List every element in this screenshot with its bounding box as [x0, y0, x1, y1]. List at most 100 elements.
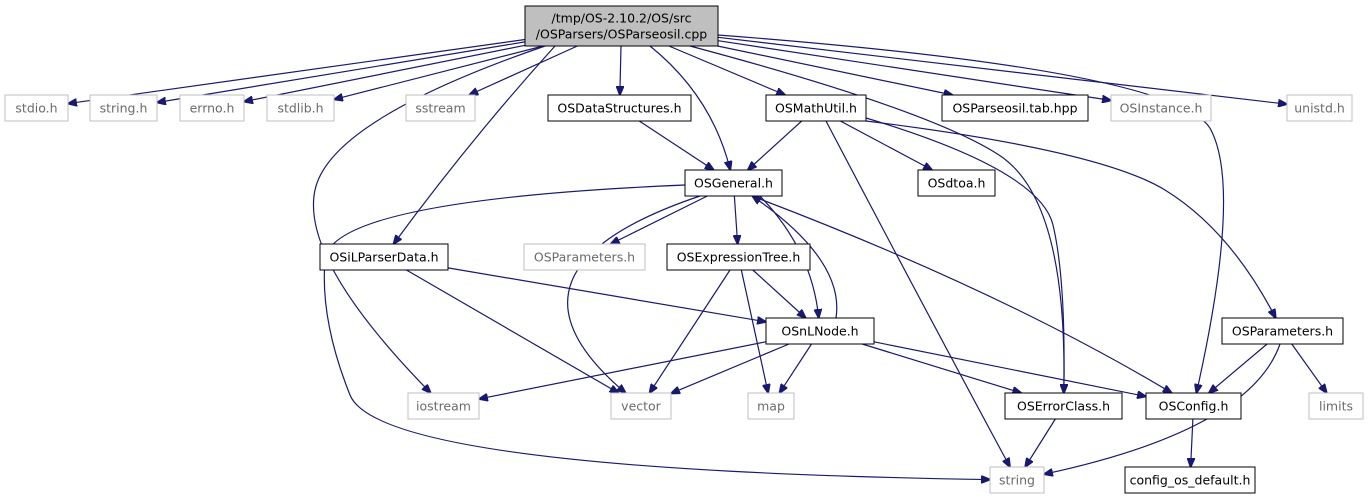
node-osgen[interactable]: OSGeneral.h	[684, 169, 783, 197]
edge-root-to-osinst	[717, 40, 1111, 101]
edge-root-to-sstream	[469, 45, 578, 95]
node-box	[747, 392, 795, 420]
node-label: OSParameters.h	[534, 250, 635, 265]
node-box	[666, 243, 811, 271]
node-osparam[interactable]: OSParameters.h	[1221, 317, 1344, 345]
edge-root-to-string_h	[157, 41, 526, 103]
node-label: string	[999, 473, 1035, 488]
edge-osgen-to-osparam_ext	[611, 195, 708, 244]
node-string_std: string	[989, 466, 1045, 494]
edge-osparam-to-osconfig	[1209, 343, 1268, 393]
node-osil[interactable]: OSiLParserData.h	[319, 243, 449, 271]
node-osconfig[interactable]: OSConfig.h	[1145, 392, 1242, 420]
edge-osnl-to-osgen	[752, 196, 838, 319]
edge-osnl-to-iostream	[479, 341, 767, 399]
edge-osexpr-to-osnl	[752, 269, 806, 318]
node-label: map	[757, 399, 785, 414]
node-limits: limits	[1308, 392, 1364, 420]
node-errno: errno.h	[179, 94, 245, 122]
node-label: iostream	[416, 399, 471, 414]
node-label: vector	[621, 399, 662, 414]
edge-osil-to-vector	[406, 269, 618, 393]
node-label: OSParameters.h	[1232, 324, 1333, 339]
edge-osnl-to-osconfig	[873, 341, 1146, 397]
node-box	[1004, 392, 1123, 420]
node-stdio: stdio.h	[4, 94, 69, 122]
edge-osmath-to-osgen	[748, 120, 803, 170]
edge-osnl-to-oserr	[862, 343, 1021, 393]
node-box	[989, 466, 1045, 494]
node-config_def[interactable]: config_os_default.h	[1124, 466, 1256, 494]
node-sstream: sstream	[405, 94, 476, 122]
edge-osgen-to-vector	[567, 195, 701, 393]
edge-root-to-osgen	[649, 45, 730, 170]
node-box	[524, 5, 719, 47]
nodes-layer: /tmp/OS-2.10.2/OS/src/OSParsers/OSParseo…	[4, 5, 1364, 494]
node-label: OSInstance.h	[1120, 101, 1203, 116]
node-osdtoa[interactable]: OSdtoa.h	[917, 169, 996, 197]
node-label: OSiLParserData.h	[329, 250, 438, 265]
node-label: OSnLNode.h	[781, 324, 858, 339]
node-label: unistd.h	[1294, 101, 1345, 116]
edge-root-to-oserr	[689, 45, 1064, 393]
node-label: OSDataStructures.h	[557, 101, 681, 116]
node-stdlib: stdlib.h	[266, 94, 335, 122]
node-box	[610, 392, 672, 420]
edge-osmath-to-osparam	[865, 120, 1276, 318]
node-osds[interactable]: OSDataStructures.h	[547, 94, 692, 122]
node-label: config_os_default.h	[1130, 473, 1251, 488]
node-box	[1124, 466, 1256, 494]
node-box	[523, 243, 646, 271]
edge-root-to-ostab	[717, 45, 952, 95]
edge-root-to-iostream	[312, 45, 546, 393]
node-box	[319, 243, 449, 271]
node-box	[1110, 94, 1212, 122]
node-label: OSGeneral.h	[694, 176, 773, 191]
node-label: errno.h	[190, 101, 235, 116]
node-label: OSConfig.h	[1159, 399, 1229, 414]
node-label: OSMathUtil.h	[775, 101, 857, 116]
node-box	[941, 94, 1089, 122]
edges-layer	[68, 34, 1327, 480]
node-oserr[interactable]: OSErrorClass.h	[1004, 392, 1123, 420]
node-box	[917, 169, 996, 197]
node-box	[89, 94, 158, 122]
node-box	[1308, 392, 1364, 420]
node-label: /tmp/OS-2.10.2/OS/src	[552, 11, 692, 26]
edge-root-to-errno	[244, 44, 526, 101]
edge-osexpr-to-vector	[650, 269, 731, 393]
node-label: sstream	[415, 101, 465, 116]
node-box	[1145, 392, 1242, 420]
node-vector: vector	[610, 392, 672, 420]
edge-osnl-to-map	[779, 343, 813, 393]
edge-root-to-osds	[620, 45, 621, 95]
node-osnl[interactable]: OSnLNode.h	[765, 317, 875, 345]
node-ostab[interactable]: OSParseosil.tab.hpp	[941, 94, 1089, 122]
node-label: OSParseosil.tab.hpp	[952, 101, 1077, 116]
node-osmath[interactable]: OSMathUtil.h	[765, 94, 867, 122]
edge-osparam-to-string_std	[1044, 343, 1281, 474]
node-box	[1221, 317, 1344, 345]
node-label: limits	[1319, 399, 1353, 414]
edge-osnl-to-vector	[671, 343, 790, 393]
node-box	[4, 94, 69, 122]
node-box	[407, 392, 480, 420]
edge-osmath-to-string_std	[825, 120, 1010, 467]
edge-oserr-to-string_std	[1025, 418, 1056, 467]
edge-root-to-stdio	[68, 38, 526, 104]
node-root[interactable]: /tmp/OS-2.10.2/OS/src/OSParsers/OSParseo…	[524, 5, 719, 47]
node-box	[765, 317, 875, 345]
node-box	[1286, 94, 1353, 122]
node-box	[179, 94, 245, 122]
node-label: OSErrorClass.h	[1017, 399, 1110, 414]
node-label: stdio.h	[15, 101, 57, 116]
edge-root-to-osil	[394, 45, 556, 244]
node-unistd: unistd.h	[1286, 94, 1353, 122]
node-label: OSExpressionTree.h	[677, 250, 801, 265]
edge-osexpr-to-map	[740, 269, 768, 393]
node-label: string.h	[100, 101, 148, 116]
edge-osmath-to-osdtoa	[840, 120, 932, 170]
node-osexpr[interactable]: OSExpressionTree.h	[666, 243, 811, 271]
edge-osconfig-to-config_def	[1191, 418, 1193, 467]
